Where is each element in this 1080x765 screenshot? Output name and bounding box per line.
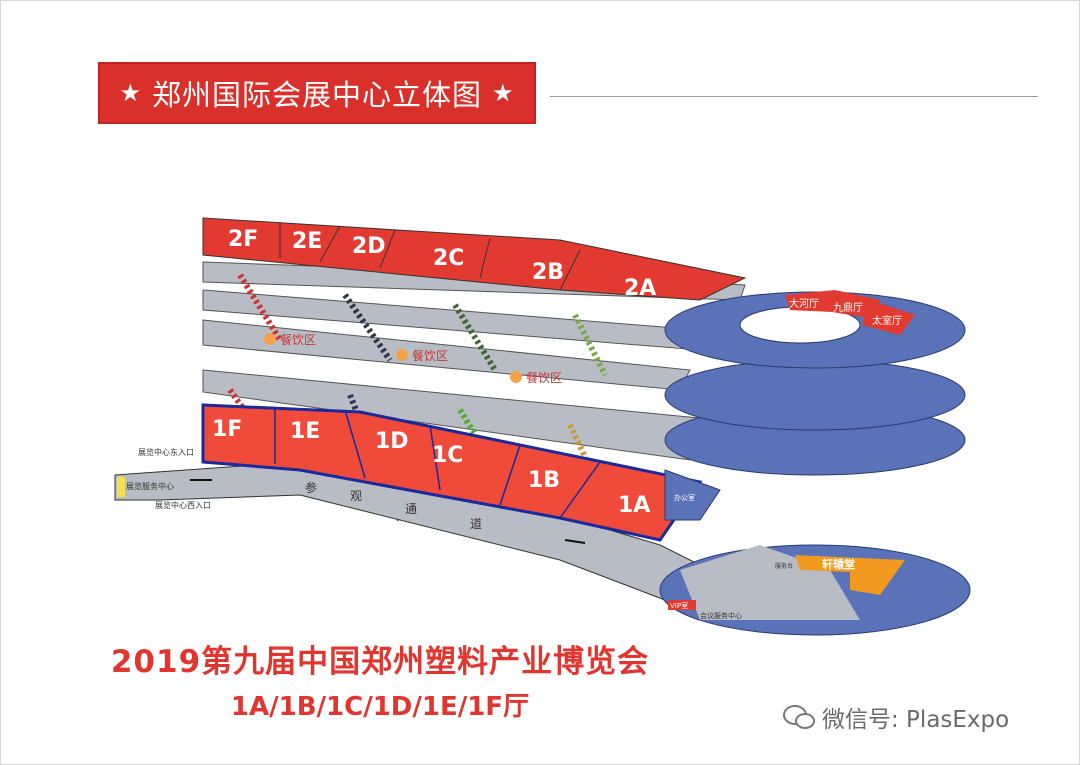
hall-2-dividers bbox=[279, 222, 581, 291]
xuanyuan-label: 轩辕堂 bbox=[822, 557, 855, 571]
event-halls: 1A/1B/1C/1D/1E/1F厅 bbox=[230, 692, 530, 722]
hall-2-floor bbox=[202, 217, 747, 301]
service-center-marker bbox=[117, 477, 125, 497]
vip-room[interactable] bbox=[668, 600, 696, 610]
walkway-char: 参 bbox=[305, 480, 317, 495]
hall-1d[interactable]: 1D bbox=[375, 429, 409, 454]
walkway-labels: 参 观 通 道 bbox=[305, 480, 482, 531]
title-divider bbox=[550, 96, 1038, 97]
escalator bbox=[342, 293, 393, 362]
taishi-hall[interactable]: 太室厅 bbox=[872, 314, 902, 327]
lobby bbox=[680, 545, 860, 620]
dining-label: 餐饮区 bbox=[526, 370, 562, 385]
arrow-icon bbox=[564, 539, 586, 544]
hall-1b[interactable]: 1B bbox=[528, 468, 560, 493]
page-title: ★ 郑州国际会展中心立体图 ★ bbox=[98, 62, 536, 124]
service-center-label: 展览服务中心 bbox=[126, 481, 174, 491]
meeting-rooms bbox=[785, 290, 915, 335]
hall-1a[interactable]: 1A bbox=[618, 493, 650, 518]
vip-label: VIP室 bbox=[670, 601, 688, 610]
office-block bbox=[664, 469, 721, 521]
event-title: 2019第九届中国郑州塑料产业博览会 bbox=[110, 644, 650, 680]
hall-2f[interactable]: 2F bbox=[228, 227, 258, 252]
east-entrance-label: 展览中心东入口 bbox=[138, 447, 194, 457]
hall-1-floor bbox=[201, 403, 703, 542]
escalator bbox=[452, 303, 498, 372]
hall-2b[interactable]: 2B bbox=[532, 260, 564, 285]
wechat-icon bbox=[783, 705, 815, 729]
hall-2d[interactable]: 2D bbox=[352, 234, 386, 259]
title-text: 郑州国际会展中心立体图 bbox=[151, 78, 482, 112]
star-icon: ★ bbox=[492, 79, 515, 107]
walkway-char: 观 bbox=[350, 489, 362, 503]
meeting-service-label: 会议服务中心 bbox=[700, 611, 742, 620]
dahe-hall[interactable]: 大河厅 bbox=[789, 297, 819, 310]
dining-label: 餐饮区 bbox=[280, 332, 316, 347]
hall-1e[interactable]: 1E bbox=[290, 419, 320, 444]
conference-level bbox=[664, 359, 966, 431]
wechat-id: 微信号: PlasExpo bbox=[782, 700, 1009, 734]
west-entrance-label: 展览中心西入口 bbox=[155, 500, 211, 510]
hall-1-dividers bbox=[274, 407, 601, 519]
walkway-char: 通 bbox=[405, 502, 417, 516]
office-label: 办公室 bbox=[674, 493, 695, 502]
walkway-char: 道 bbox=[470, 517, 482, 531]
hall-2e[interactable]: 2E bbox=[292, 229, 322, 254]
escalator bbox=[572, 313, 608, 377]
escalator bbox=[237, 273, 283, 342]
xuanyuan-hall[interactable] bbox=[795, 555, 905, 595]
wechat-text: 微信号: PlasExpo bbox=[822, 707, 1010, 733]
dining-areas: 餐饮区 餐饮区 餐饮区 bbox=[264, 332, 562, 385]
hall-2a[interactable]: 2A bbox=[624, 276, 656, 301]
hall-1c[interactable]: 1C bbox=[432, 443, 463, 468]
jiuding-hall[interactable]: 九鼎厅 bbox=[833, 302, 863, 314]
floor-slab bbox=[202, 369, 721, 461]
star-icon: ★ bbox=[119, 79, 142, 107]
service-desk-label: 服务台 bbox=[775, 562, 793, 570]
dining-label: 餐饮区 bbox=[412, 348, 448, 363]
hall-2c[interactable]: 2C bbox=[433, 246, 464, 271]
hall-1f[interactable]: 1F bbox=[212, 417, 242, 442]
